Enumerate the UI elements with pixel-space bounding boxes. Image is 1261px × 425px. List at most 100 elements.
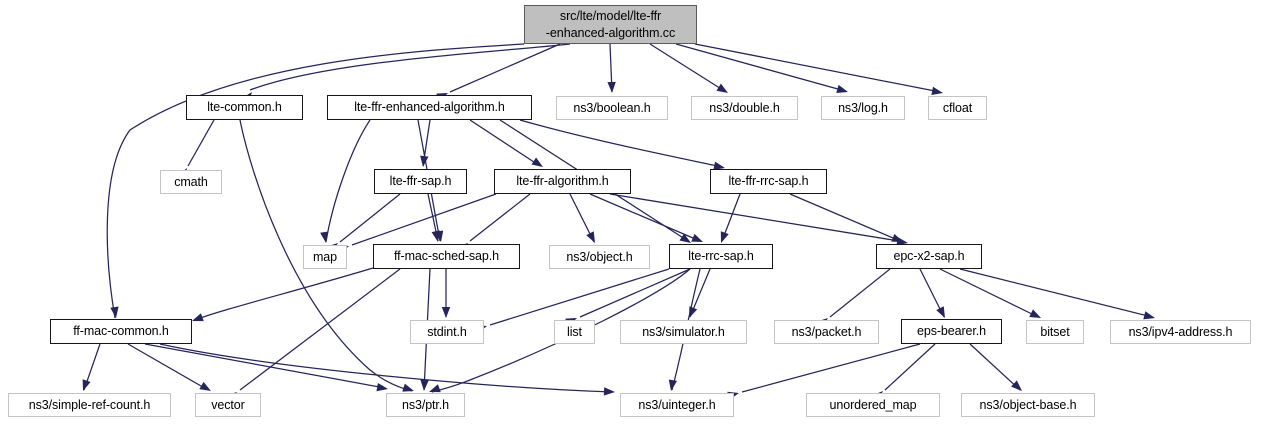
dependency-edge [144, 343, 386, 389]
edge-arrowhead [720, 231, 729, 243]
dependency-edge [829, 268, 891, 318]
edge-arrowhead [110, 306, 119, 318]
edge-arrowhead [936, 306, 945, 318]
graph-node-unordered-map[interactable]: unordered_map [806, 393, 940, 417]
dependency-edge [239, 268, 401, 391]
edge-arrowhead [1143, 311, 1155, 320]
graph-node-lte-ffr-enh-alg[interactable]: lte-ffr-enhanced-algorithm.h [327, 95, 532, 120]
edge-arrowhead [429, 384, 441, 393]
graph-node-ns3-object[interactable]: ns3/object.h [549, 245, 650, 269]
graph-node-lte-ffr-sap[interactable]: lte-ffr-sap.h [374, 169, 467, 194]
graph-node-vector[interactable]: vector [195, 393, 261, 417]
edge-arrowhead [82, 379, 91, 391]
edge-arrowhead [431, 230, 440, 242]
graph-node-ns3-log[interactable]: ns3/log.h [821, 96, 905, 120]
graph-node-ff-mac-common[interactable]: ff-mac-common.h [50, 319, 192, 344]
dependency-edge [959, 268, 1153, 318]
dependency-edge [741, 343, 921, 393]
edge-arrowhead [836, 84, 848, 94]
graph-node-epc-x2-sap[interactable]: epc-x2-sap.h [876, 244, 982, 269]
graph-node-list[interactable]: list [554, 320, 595, 344]
graph-node-ns3-ptr[interactable]: ns3/ptr.h [386, 393, 465, 417]
graph-node-label: lte-common.h [207, 100, 282, 115]
dependency-edge [469, 119, 541, 167]
edge-arrowhead [931, 86, 943, 96]
graph-node-lte-ffr-algorithm[interactable]: lte-ffr-algorithm.h [494, 169, 631, 194]
graph-node-label: bitset [1040, 324, 1070, 339]
dependency-edge [449, 43, 561, 93]
graph-node-label: ns3/packet.h [791, 324, 862, 339]
graph-node-label: ns3/log.h [838, 100, 888, 115]
dependency-edge [469, 193, 531, 242]
graph-node-ff-mac-sched-sap[interactable]: ff-mac-sched-sap.h [373, 244, 520, 269]
graph-node-label: lte-ffr-enhanced-algorithm.h [354, 100, 505, 115]
graph-node-label: ff-mac-common.h [73, 324, 169, 339]
edge-arrowhead [402, 383, 414, 392]
edge-arrowhead [668, 379, 678, 391]
edge-arrowhead [1029, 309, 1041, 318]
graph-node-ns3-ipv4-address[interactable]: ns3/ipv4-address.h [1110, 320, 1251, 344]
graph-node-eps-bearer[interactable]: eps-bearer.h [901, 319, 1002, 344]
graph-node-root[interactable]: src/lte/model/lte-ffr -enhanced-algorith… [524, 5, 697, 44]
dependency-edge [649, 43, 727, 93]
edge-arrowhead [891, 233, 903, 242]
graph-node-label: lte-ffr-sap.h [389, 174, 452, 189]
dependency-edge [239, 119, 413, 392]
graph-node-stdint[interactable]: stdint.h [410, 320, 484, 344]
dependency-edge [187, 119, 215, 167]
dependency-edge [609, 193, 906, 243]
graph-node-ns3-boolean[interactable]: ns3/boolean.h [556, 96, 668, 120]
graph-node-ns3-packet[interactable]: ns3/packet.h [774, 320, 879, 344]
dependency-edge [589, 193, 701, 242]
edge-arrowhead [441, 307, 451, 318]
dependency-edge [675, 43, 846, 92]
dependency-edge [106, 43, 525, 319]
graph-node-cmath[interactable]: cmath [160, 170, 222, 194]
edge-arrowhead [192, 313, 204, 322]
graph-node-label: stdint.h [427, 324, 467, 339]
edge-arrowhead [376, 382, 388, 392]
graph-node-lte-common[interactable]: lte-common.h [186, 95, 303, 120]
graph-node-label: ns3/boolean.h [573, 100, 651, 115]
dependency-edge [159, 343, 613, 393]
dependency-edge [339, 193, 401, 243]
graph-node-cfloat[interactable]: cfloat [928, 96, 987, 120]
graph-node-label: ns3/object.h [566, 249, 633, 264]
graph-node-label: cfloat [942, 100, 973, 115]
edge-arrowhead [586, 231, 595, 243]
graph-node-ns3-simple-ref[interactable]: ns3/simple-ref-count.h [8, 393, 171, 417]
graph-node-label: lte-ffr-rrc-sap.h [728, 174, 809, 189]
dependency-edge [431, 268, 691, 393]
edge-arrowhead [320, 231, 329, 243]
graph-node-map[interactable]: map [303, 245, 347, 269]
dependency-edge [325, 119, 371, 243]
graph-node-ns3-object-base[interactable]: ns3/object-base.h [961, 393, 1095, 417]
graph-node-label: epc-x2-sap.h [893, 249, 965, 264]
edge-arrowhead [679, 233, 691, 243]
graph-node-lte-rrc-sap[interactable]: lte-rrc-sap.h [669, 244, 773, 269]
dependency-edge [939, 268, 1039, 318]
graph-node-ns3-simulator[interactable]: ns3/simulator.h [620, 320, 747, 344]
dependency-edge [249, 43, 571, 91]
graph-node-ns3-double[interactable]: ns3/double.h [691, 96, 798, 120]
graph-node-ns3-uinteger[interactable]: ns3/uinteger.h [620, 393, 734, 417]
graph-node-label: vector [211, 397, 245, 412]
edge-arrowhead [691, 233, 703, 242]
graph-node-label: ns3/uinteger.h [638, 397, 716, 412]
dependency-edge [194, 267, 374, 321]
graph-node-bitset[interactable]: bitset [1026, 320, 1084, 344]
graph-node-label: ns3/simulator.h [642, 324, 725, 339]
graph-node-lte-ffr-rrc-sap[interactable]: lte-ffr-rrc-sap.h [710, 169, 827, 194]
graph-node-label: lte-ffr-algorithm.h [516, 174, 609, 189]
graph-node-label: eps-bearer.h [917, 324, 986, 339]
dependency-edge [694, 43, 941, 93]
graph-node-label: ff-mac-sched-sap.h [394, 249, 499, 264]
edge-arrowhead [199, 381, 211, 391]
edge-arrowhead [713, 161, 725, 170]
dependency-edge [519, 119, 723, 168]
edge-arrowhead [420, 379, 429, 391]
graph-node-label: unordered_map [829, 397, 917, 412]
dependency-edge [351, 193, 497, 246]
